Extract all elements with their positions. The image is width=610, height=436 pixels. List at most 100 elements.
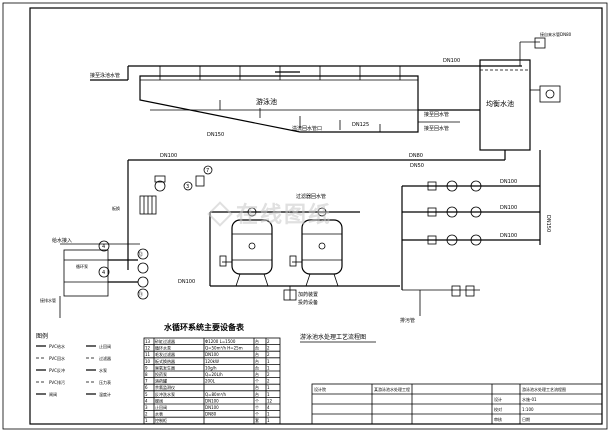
pump-left-label: 循环泵 (76, 263, 88, 269)
backwash-label-2: 接至回水管 (424, 125, 449, 132)
legend-label: PVC排污 (49, 379, 65, 385)
equipment-table-cell: 2 (267, 372, 270, 377)
outer-frame (2, 2, 608, 430)
equipment-table-cell: 板式换热器 (155, 358, 175, 364)
equipment-table-cell: 台 (255, 391, 259, 397)
chem-label-2: 投药设备 (298, 299, 318, 306)
equipment-table-cell: 臭氧发生器 (155, 364, 175, 370)
level-controller (539, 85, 561, 103)
equipment-table-cell: 1 (267, 359, 270, 364)
legend-label: PVC给水 (49, 343, 65, 349)
equipment-table-cell: 2 (267, 339, 270, 344)
backwash-pump-a (451, 285, 461, 297)
equipment-table-cell: 余氯监测仪 (155, 384, 175, 390)
equipment-table-cell: 4 (145, 398, 148, 403)
equipment-table-cell: 台 (255, 358, 259, 364)
heater-label: 板换 (112, 205, 120, 211)
equipment-table-cell: 台 (255, 364, 259, 370)
dn50-label: DN50 (410, 163, 424, 169)
equipment-table-cell: DN100 (205, 352, 219, 357)
legend-label: 压力表 (99, 379, 111, 385)
equipment-table-cell: 2 (267, 346, 270, 351)
legend-title: 图例 (36, 332, 48, 340)
title-block (311, 383, 603, 425)
tb-checker: 校对 (494, 406, 502, 412)
drain-note: 溢流回水管口 (292, 125, 322, 132)
equipment-table-cell: 3 (145, 405, 148, 410)
tank-top-label: 接自来水管DN80 (540, 31, 572, 37)
sewer-label: 排污管 (400, 317, 415, 324)
legend-label: 止回阀 (99, 343, 111, 349)
dn100-mid-label: DN100 (160, 153, 177, 159)
balance-tank-label: 均衡水池 (486, 99, 514, 108)
equipment-table-cell: 6 (145, 385, 148, 390)
svg-text:4: 4 (102, 244, 105, 250)
branch-2-devices (427, 206, 482, 218)
equipment-table-title: 水循环系统主要设备表 (163, 322, 245, 332)
equipment-table-cell: 控制柜 (155, 417, 167, 423)
equipment-table-cell: 2 (145, 412, 148, 417)
pool-drain-ticks (219, 100, 381, 132)
equipment-table-cell: 10g/h (205, 365, 217, 370)
equipment-table-cell: 120kW (205, 359, 219, 364)
equipment-table-cell: 200L (205, 379, 216, 384)
svg-text:在线图纸: 在线图纸 (236, 202, 332, 228)
legend-label: 水泵 (99, 367, 107, 373)
equipment-table-cell: 2 (267, 352, 270, 357)
equipment-table-cell: DN100 (205, 405, 219, 410)
tb-company: 设计院 (314, 386, 326, 392)
heat-exchanger-plates (143, 196, 153, 214)
filter2-valve (289, 255, 297, 267)
filter1-valve (219, 255, 227, 267)
callout-7 (203, 165, 213, 175)
tb-date: 日期 (522, 416, 530, 422)
dn150-label: DN150 (207, 132, 224, 138)
equipment-table-cell: 12 (145, 346, 151, 351)
equipment-table-cell: 1 (267, 365, 270, 370)
equipment-table-cell: 10 (145, 359, 151, 364)
backwash-label-1: 接至回水管 (424, 111, 449, 118)
equipment-table-cell: 台 (255, 384, 259, 390)
equipment-table-cell: 循环水泵 (155, 345, 171, 351)
sand-label: 接排水管 (40, 297, 56, 303)
figure-title: 游泳池水处理工艺流程图 (300, 333, 366, 341)
right-vertical-label: DN150 (545, 215, 551, 232)
equipment-table-cell: 2 (267, 379, 270, 384)
svg-text:⑪: ⑪ (138, 291, 143, 298)
equipment-table-cell: 5 (145, 392, 148, 397)
legend-label: 过滤器 (99, 355, 111, 361)
tb-drawing-no: 水施-01 (522, 396, 537, 402)
equipment-table-cell: 1 (267, 418, 270, 423)
equipment-table-cell: 蝶阀 (155, 397, 163, 403)
branch-3-label: DN100 (500, 233, 517, 239)
equipment-table-cell: 1 (267, 412, 270, 417)
chem-feed-device (283, 289, 297, 301)
legend-label: 闸阀 (49, 391, 57, 397)
equipment-table-cell: 反冲洗水泵 (155, 391, 175, 397)
tb-scale: 1:100 (522, 407, 534, 412)
svg-text:⑫: ⑫ (138, 251, 143, 258)
equipment-table-cell: 12 (267, 398, 273, 403)
dosing-pump-motor (154, 175, 166, 183)
branch-1-devices (427, 180, 482, 192)
water-meter (534, 37, 546, 49)
pool-body (139, 75, 419, 133)
pool-label: 游泳池 (256, 97, 277, 106)
equipment-table-cell: 13 (145, 339, 151, 344)
equipment-table-cell: Φ1200 L=1500 (205, 339, 236, 344)
equipment-table-cell: 台 (255, 338, 259, 344)
legend-label: 温度计 (99, 391, 111, 397)
equipment-table-cell: 水表 (155, 411, 163, 417)
equipment-table-cell: 溶药罐 (155, 378, 167, 384)
dn100-bottom-label: DN100 (178, 279, 195, 285)
equipment-table-frame (143, 337, 281, 425)
branch-1-label: DN100 (500, 179, 517, 185)
pool-inlets (159, 66, 401, 80)
equipment-table-cell: 个 (255, 412, 259, 417)
equipment-table-cell: 个 (255, 379, 259, 384)
tb-drawing: 游泳池水处理工艺流程图 (522, 386, 566, 392)
equipment-table-cell: 8 (145, 372, 148, 377)
